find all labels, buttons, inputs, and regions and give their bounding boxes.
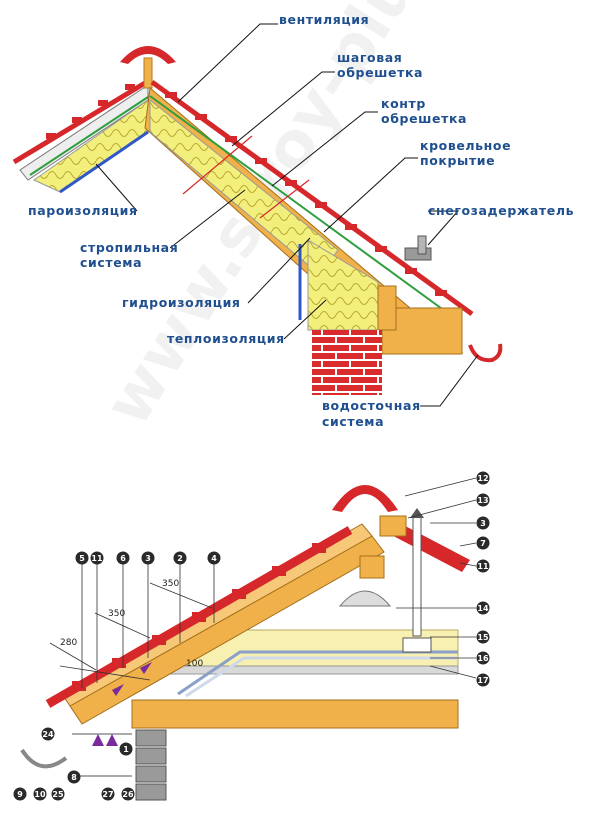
- badge-4: 4: [207, 551, 221, 565]
- label-vapor-barrier: пароизоляция: [28, 203, 138, 218]
- svg-text:25: 25: [52, 790, 64, 799]
- svg-text:2: 2: [177, 554, 183, 563]
- badge-13: 13: [476, 493, 490, 507]
- badge-17: 17: [476, 673, 490, 687]
- label-drainage-2: система: [322, 414, 384, 429]
- badges: 5 11 6 3 2 4 12 13 3 7 11 14 15 16 17 24…: [13, 471, 490, 801]
- badge-26: 26: [121, 787, 135, 801]
- svg-text:15: 15: [477, 633, 489, 642]
- svg-text:6: 6: [120, 554, 126, 563]
- svg-text:12: 12: [477, 474, 488, 483]
- gutter: [468, 343, 503, 363]
- svg-text:27: 27: [102, 790, 113, 799]
- leader-lines: [95, 23, 479, 407]
- svg-text:7: 7: [480, 539, 486, 548]
- badge-7: 7: [476, 536, 490, 550]
- badge-6: 6: [116, 551, 130, 565]
- roof-detail-illustration: 280 350 350 100 5 11 6 3 2 4 12 13 3 7 1…: [13, 471, 490, 801]
- svg-text:1: 1: [123, 745, 129, 754]
- badge-1: 1: [119, 742, 133, 756]
- label-counter-battens-1: контр: [381, 96, 426, 111]
- roof-diagram-bottom: 280 350 350 100 5 11 6 3 2 4 12 13 3 7 1…: [0, 458, 607, 819]
- badge-9: 9: [13, 787, 27, 801]
- svg-text:9: 9: [17, 790, 23, 799]
- svg-text:4: 4: [211, 554, 217, 563]
- dimension-lines: [49, 582, 213, 681]
- roof-diagram-top: www.stroy-plus.ru: [12, 0, 574, 439]
- badge-25: 25: [51, 787, 65, 801]
- svg-text:24: 24: [42, 730, 54, 739]
- snow-guard: [404, 235, 432, 261]
- airflow-arrows: [92, 662, 152, 746]
- attic-vent: [338, 590, 392, 607]
- badge-3-right: 3: [476, 516, 490, 530]
- label-counter-battens-2: обрешетка: [381, 111, 467, 126]
- label-waterproofing: гидроизоляция: [122, 295, 241, 310]
- badge-24: 24: [41, 727, 55, 741]
- dim-100: 100: [186, 659, 203, 669]
- label-step-battens-2: обрешетка: [337, 65, 423, 80]
- svg-text:26: 26: [122, 790, 134, 799]
- brick-wall: [312, 330, 382, 395]
- badge-11-right: 11: [476, 559, 490, 573]
- badge-3-left: 3: [141, 551, 155, 565]
- dim-350-upper: 350: [162, 579, 179, 589]
- badge-leaders: [81, 477, 477, 688]
- left-slope: [12, 77, 152, 194]
- label-drainage-1: водосточная: [322, 398, 421, 413]
- svg-text:14: 14: [477, 604, 489, 613]
- badge-27: 27: [101, 787, 115, 801]
- svg-text:13: 13: [477, 496, 488, 505]
- badge-2: 2: [173, 551, 187, 565]
- badge-12: 12: [476, 471, 490, 485]
- badge-11-left: 11: [90, 551, 104, 565]
- ceiling-beam: [131, 699, 459, 729]
- gutter: [20, 748, 68, 769]
- label-rafters-1: стропильная: [80, 240, 178, 255]
- svg-text:16: 16: [477, 654, 489, 663]
- label-insulation: теплоизоляция: [167, 331, 285, 346]
- svg-text:17: 17: [477, 676, 488, 685]
- label-step-battens-1: шаговая: [337, 50, 402, 65]
- svg-text:3: 3: [145, 554, 151, 563]
- label-ventilation: вентиляция: [279, 12, 369, 27]
- roof-section-illustration: www.stroy-plus.ru: [12, 0, 574, 438]
- svg-text:11: 11: [91, 554, 103, 563]
- badge-8: 8: [67, 770, 81, 784]
- svg-text:8: 8: [71, 773, 77, 782]
- badge-10: 10: [33, 787, 47, 801]
- svg-text:10: 10: [34, 790, 46, 799]
- svg-text:11: 11: [477, 562, 489, 571]
- badge-5: 5: [75, 551, 89, 565]
- badge-15: 15: [476, 630, 490, 644]
- label-roofing-2: покрытие: [420, 153, 495, 168]
- svg-text:5: 5: [79, 554, 85, 563]
- ridge-cap: [332, 485, 398, 512]
- dim-350-lower: 350: [108, 609, 125, 619]
- vent-pipe: [412, 515, 422, 637]
- label-rafters-2: система: [80, 255, 142, 270]
- dim-280: 280: [60, 638, 77, 648]
- label-roofing-1: кровельное: [420, 138, 511, 153]
- badge-14: 14: [476, 601, 490, 615]
- label-snow-guard: снегозадержатель: [428, 203, 574, 218]
- badge-16: 16: [476, 651, 490, 665]
- ridge: [120, 46, 176, 89]
- svg-text:3: 3: [480, 519, 486, 528]
- wall-blocks: [135, 729, 167, 801]
